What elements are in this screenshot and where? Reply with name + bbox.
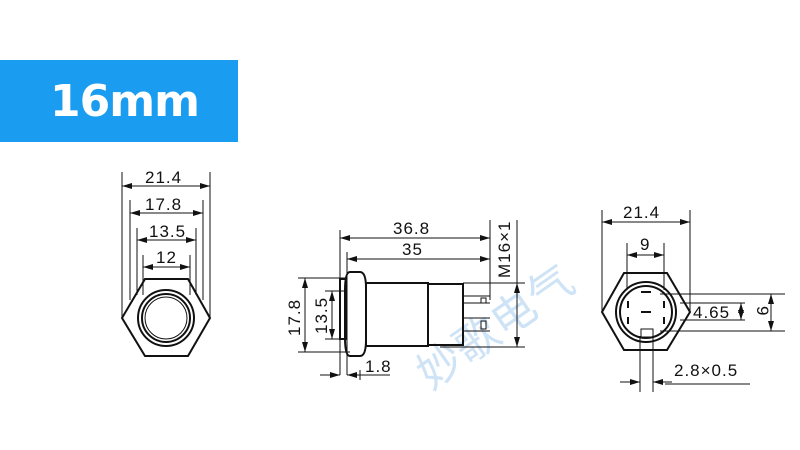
front-view: 21.4 17.8 13.5 12 xyxy=(120,168,212,357)
flange xyxy=(344,271,367,357)
dim-17-8: 17.8 xyxy=(145,195,182,214)
drawing-line xyxy=(480,320,487,330)
dim-9-horizontal: 9 xyxy=(640,235,650,254)
bezel-inner-circle xyxy=(141,293,191,343)
drawing-line xyxy=(298,220,525,380)
terminal-slots xyxy=(627,291,665,324)
dim-21-4-rear: 21.4 xyxy=(623,203,660,222)
body xyxy=(365,282,429,347)
dim-4-65: 4.65 xyxy=(693,303,730,322)
dim-21-4: 21.4 xyxy=(145,168,182,187)
drawing-line xyxy=(640,328,654,338)
title-banner: 16mm xyxy=(0,60,238,142)
terminals xyxy=(463,295,490,332)
dim-13-5-side: 13.5 xyxy=(312,297,331,334)
drawing-line xyxy=(601,210,785,392)
drawing-line xyxy=(480,297,487,304)
dim-17-8-side: 17.8 xyxy=(285,299,304,336)
bezel-outer-circle xyxy=(137,289,195,347)
dim-13-5: 13.5 xyxy=(149,222,186,241)
dim-pin-size: 2.8×0.5 xyxy=(674,361,738,380)
rear-view: 21.4 9 4.65 9 2.8×0.5 xyxy=(600,203,785,392)
dim-thread: M16×1 xyxy=(495,221,514,278)
switch-housing xyxy=(427,283,464,346)
button-circle xyxy=(144,296,188,340)
drawing-line xyxy=(121,172,211,318)
dim-1-8: 1.8 xyxy=(365,357,392,376)
dim-9-vertical: 9 xyxy=(753,306,772,316)
dim-12: 12 xyxy=(156,248,177,267)
drawing-line xyxy=(615,281,677,343)
dim-35: 35 xyxy=(402,240,423,259)
dim-36-8: 36.8 xyxy=(393,219,430,238)
side-view: 36.8 35 M16×1 17.8 13.5 1.8 xyxy=(285,219,525,380)
drawing-line xyxy=(619,285,673,339)
banner-title: 16mm xyxy=(50,76,200,127)
